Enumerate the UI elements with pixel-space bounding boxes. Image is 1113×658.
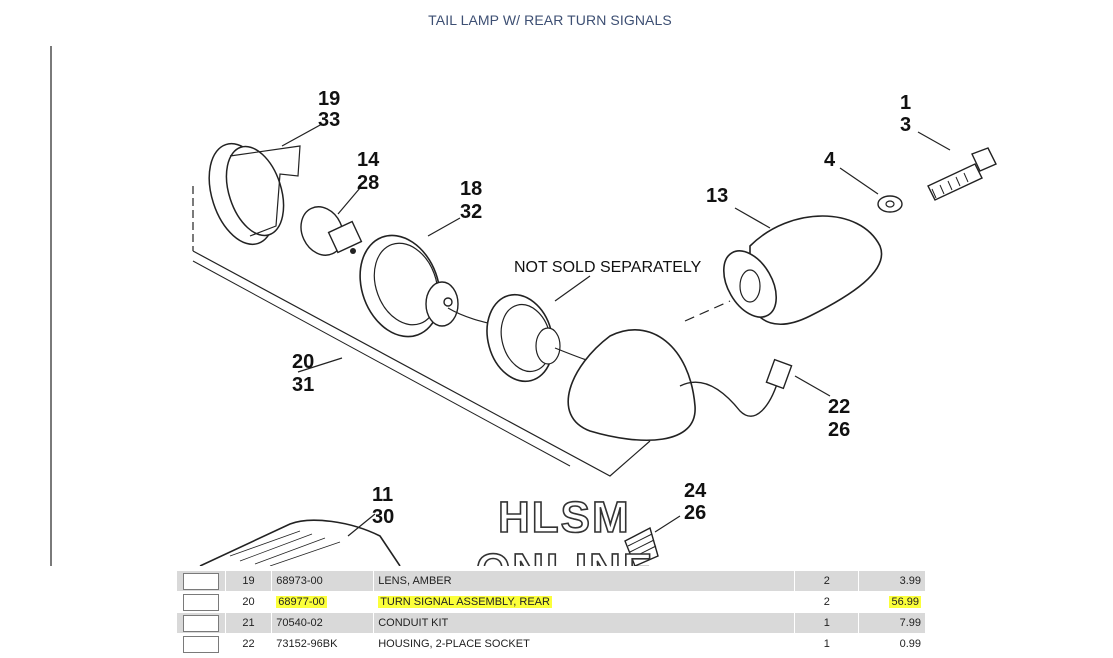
leader-19: [281, 123, 323, 147]
leader-11: [347, 513, 376, 537]
leader-1: [917, 131, 951, 151]
tail-lamp-housing-part: [199, 519, 401, 566]
leader-22: [794, 375, 831, 397]
part-description-cell: TURN SIGNAL ASSEMBLY, REAR: [373, 591, 796, 613]
part-number: 68977-00: [276, 596, 327, 608]
callout-1: 1: [900, 92, 911, 114]
part-price: 3.99: [858, 570, 926, 592]
diagram-base-plate-lower: [192, 260, 571, 467]
part-quantity: 1: [794, 612, 860, 634]
tail-lamp-lens-lines: [229, 530, 341, 566]
callout-20: 20: [292, 351, 314, 373]
page-title: TAIL LAMP W/ REAR TURN SIGNALS: [428, 12, 672, 28]
leader-14: [337, 187, 361, 215]
housing-cable: [679, 380, 779, 417]
callout-24: 24: [684, 480, 707, 502]
table-row: 22 73152-96BK HOUSING, 2-PLACE SOCKET 1 …: [176, 633, 926, 655]
row-select-checkbox[interactable]: [182, 593, 219, 611]
row-select-checkbox[interactable]: [182, 614, 219, 632]
part-quantity: 2: [794, 591, 860, 613]
part-price: 7.99: [858, 612, 926, 634]
callout-31: 31: [292, 374, 314, 396]
washer-hole: [885, 200, 895, 208]
leader-20: [297, 357, 343, 373]
grommet-part: [486, 293, 561, 383]
bottom-connector-pins: [627, 533, 657, 559]
leader-13: [734, 207, 771, 229]
row-select-checkbox[interactable]: [182, 635, 219, 653]
exploded-parts-diagram: 19 33 14 28 18 32 NOT SOLD SEPAR: [50, 46, 1050, 566]
leader-24: [654, 515, 681, 533]
row-select-checkbox[interactable]: [182, 572, 219, 590]
callout-4: 4: [824, 149, 836, 171]
callout-26-a: 26: [828, 419, 850, 441]
part-quantity: 2: [794, 570, 860, 592]
part-description: CONDUIT KIT: [373, 612, 796, 634]
callout-33: 33: [318, 109, 340, 131]
part-price: 0.99: [858, 633, 926, 655]
callout-28: 28: [357, 172, 379, 194]
table-row-highlighted: 20 68977-00 TURN SIGNAL ASSEMBLY, REAR 2…: [176, 591, 926, 613]
callout-13: 13: [706, 185, 728, 207]
row-select-cell: [176, 570, 226, 592]
reflector-mount-part: [722, 215, 883, 325]
row-select-cell: [176, 612, 226, 634]
callout-18: 18: [460, 178, 482, 200]
part-number: 68973-00: [271, 570, 375, 592]
part-number: 73152-96BK: [271, 633, 375, 655]
connector-part: [765, 358, 793, 390]
callout-3: 3: [900, 114, 911, 136]
part-description: TURN SIGNAL ASSEMBLY, REAR: [378, 596, 552, 608]
lens-amber-part: [208, 142, 301, 246]
leader-not-sold: [554, 275, 591, 302]
table-row: 21 70540-02 CONDUIT KIT 1 7.99: [176, 612, 926, 634]
part-description: HOUSING, 2-PLACE SOCKET: [373, 633, 796, 655]
bolt-part: [927, 147, 997, 201]
watermark-line-1: HLSM: [498, 493, 631, 542]
callout-14: 14: [357, 149, 380, 171]
callout-32: 32: [460, 201, 482, 223]
parts-table: 19 68973-00 LENS, AMBER 2 3.99 20 68977-…: [176, 570, 926, 655]
ref-number: 20: [224, 591, 273, 613]
ref-number: 22: [224, 633, 273, 655]
callout-30: 30: [372, 506, 394, 528]
reflector-axis-dash: [684, 300, 731, 322]
part-description: LENS, AMBER: [373, 570, 796, 592]
row-select-cell: [176, 591, 226, 613]
callout-11: 11: [372, 484, 393, 506]
diagram-drawing: 19 33 14 28 18 32 NOT SOLD SEPAR: [50, 46, 997, 566]
watermark-line-2: ONLINE: [476, 545, 654, 566]
socket-part: [359, 234, 459, 338]
part-number-cell: 68977-00: [271, 591, 375, 613]
part-number: 70540-02: [271, 612, 375, 634]
not-sold-separately-note: NOT SOLD SEPARATELY: [514, 259, 702, 276]
callout-22: 22: [828, 396, 850, 418]
ref-number: 21: [224, 612, 273, 634]
bottom-connector-part: [624, 526, 659, 566]
housing-dome-part: [567, 329, 696, 442]
part-price: 56.99: [889, 596, 921, 608]
row-select-cell: [176, 633, 226, 655]
callout-26-b: 26: [684, 502, 706, 524]
part-price-cell: 56.99: [858, 591, 926, 613]
leader-18: [427, 217, 461, 237]
callout-19: 19: [318, 88, 340, 110]
ref-number: 19: [224, 570, 273, 592]
bulb-part: [300, 206, 363, 256]
part-quantity: 1: [794, 633, 860, 655]
table-row: 19 68973-00 LENS, AMBER 2 3.99: [176, 570, 926, 592]
diagram-base-plate: [192, 250, 651, 477]
leader-4: [839, 167, 879, 195]
